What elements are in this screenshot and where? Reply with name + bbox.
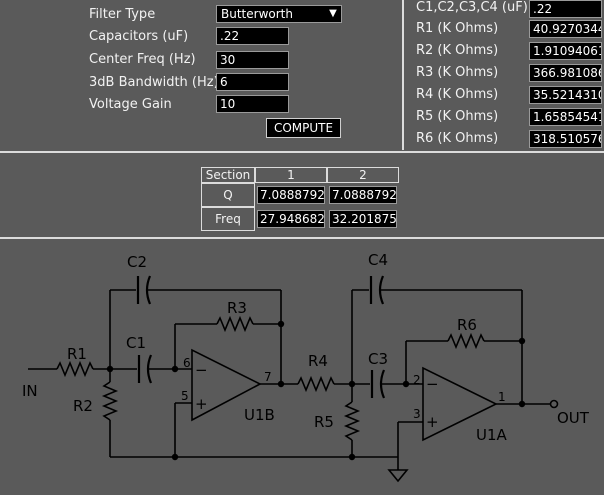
resistor-r3 [216,315,254,333]
freq-section-2-field: 32.2018754 [329,210,397,228]
output-terminal [549,399,559,409]
pin-3-label: 3 [413,407,421,421]
q-section-1-field: 7.08887924 [257,186,325,204]
center-freq-input[interactable]: 30 [216,51,289,69]
filter-type-label: Filter Type [89,7,156,22]
column-2-header: 2 [327,167,399,183]
capacitors-label: Capacitors (uF) [89,29,189,44]
junction-dot [402,380,410,388]
r4-result-field: 35.52143102 [529,86,602,104]
capacitors-input[interactable]: .22 [216,27,289,45]
junction-dot [171,453,179,461]
r6-result-label: R6 (K Ohms) [416,131,499,146]
label-r5: R5 [314,413,334,431]
label-r3: R3 [227,299,247,317]
label-in: IN [22,382,38,400]
section-table: Section 1 2 Q 7.08887924 7.08887924 Freq… [201,167,401,232]
label-c2: C2 [127,253,147,271]
r4-result-label: R4 (K Ohms) [416,87,499,102]
vertical-divider [402,0,404,150]
voltage-gain-label: Voltage Gain [89,97,172,112]
opamp-u1b [191,348,262,422]
junction-dot [348,453,356,461]
pin-7-label: 7 [264,370,272,384]
junction-dot [518,337,526,345]
bandwidth-input[interactable]: 6 [216,73,289,91]
r5-result-field: 1.658545410 [529,108,602,126]
label-u1a: U1A [476,426,508,444]
pin-2-label: 2 [413,373,421,387]
label-r6: R6 [457,316,477,334]
u1a-inverting-sign: − [426,375,439,393]
freq-row-label: Freq [201,207,255,231]
label-c1: C1 [126,334,146,352]
section-header: Section [201,167,255,183]
label-c4: C4 [368,251,388,269]
resistor-r5 [343,401,361,441]
r1-result-label: R1 (K Ohms) [416,21,499,36]
caps-result-label: C1,C2,C3,C4 (uF) [416,0,528,15]
q-row-label: Q [201,183,255,207]
resistor-r4 [297,375,335,393]
r2-result-label: R2 (K Ohms) [416,43,499,58]
filter-type-select[interactable]: Butterworth ▼ [216,5,342,23]
r3-result-label: R3 (K Ohms) [416,65,499,80]
u1b-inverting-sign: − [195,361,208,379]
label-r1: R1 [67,345,87,363]
r3-result-field: 366.9810864 [529,64,602,82]
compute-button[interactable]: COMPUTE [266,118,341,138]
pin-1-label: 1 [498,390,506,404]
r1-result-field: 40.92703445 [529,20,602,38]
label-out: OUT [557,409,590,427]
q-section-2-field: 7.08887924 [329,186,397,204]
pin-5-label: 5 [181,389,189,403]
junction-dot [171,365,179,373]
chevron-down-icon[interactable]: ▼ [327,8,339,20]
circuit-schematic: C2 C1 R1 R2 R3 R4 R5 C4 C3 R6 U1B U1A IN… [22,251,590,483]
label-c3: C3 [368,350,388,368]
resistor-r6 [447,332,485,350]
junction-dot [106,365,114,373]
column-1-header: 1 [255,167,327,183]
u1b-noninverting-sign: + [195,395,208,413]
resistor-r2 [101,381,119,421]
label-u1b: U1B [244,406,275,424]
caps-result-field: .22 [529,0,602,18]
voltage-gain-input[interactable]: 10 [216,95,289,113]
freq-section-1-field: 27.9486826 [257,210,325,228]
ground-symbol [387,469,409,483]
center-freq-label: Center Freq (Hz) [89,52,196,67]
u1a-noninverting-sign: + [426,413,439,431]
filter-type-value: Butterworth [221,7,293,21]
r2-result-field: 1.910940612 [529,42,602,60]
junction-dot [277,380,285,388]
pin-6-label: 6 [183,356,191,370]
junction-dot [348,380,356,388]
bandwidth-label: 3dB Bandwidth (Hz) [89,75,219,90]
label-r2: R2 [73,397,93,415]
r5-result-label: R5 (K Ohms) [416,109,499,124]
junction-dot [518,400,526,408]
label-r4: R4 [308,352,328,370]
horizontal-divider-top [0,151,604,153]
r6-result-field: 318.5105767 [529,130,602,148]
opamp-u1a [422,366,498,442]
junction-dot [277,320,285,328]
input-panel: Filter Type Butterworth ▼ Capacitors (uF… [0,0,604,150]
horizontal-divider-bottom [0,237,604,239]
resistor-r1 [56,360,94,378]
